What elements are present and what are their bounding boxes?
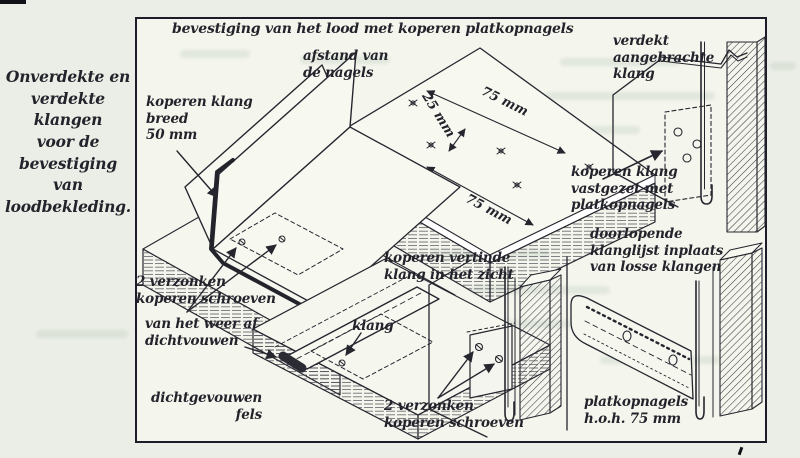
label-koperen-vertinde-klang: koperen vertinde klang in het zicht	[384, 250, 514, 283]
concealed-clamp-drawing	[602, 36, 766, 233]
screw-icon	[238, 235, 286, 246]
dimension-lines	[426, 90, 566, 226]
label-dichtgevouwen-fels: dichtgevouwen fels	[151, 390, 262, 423]
label-2-verzonken-schroeven-midden: 2 verzonken koperen schroeven	[384, 398, 524, 431]
label-platkopnagels-hoh-75mm: platkopnagels h.o.h. 75 mm	[584, 394, 689, 427]
bleedthrough-row	[560, 58, 680, 66]
bleedthrough-row	[36, 330, 128, 338]
screw-icon	[474, 342, 504, 364]
top-fold-profile	[660, 49, 748, 65]
klanglijst-strip	[570, 295, 694, 400]
label-doorlopende-klanglijst: doorlopende klanglijst inplaats van loss…	[590, 226, 724, 276]
arrow-to-roll	[244, 346, 277, 360]
arrow-to-screw	[437, 351, 474, 399]
batten-wood	[549, 274, 562, 414]
continuous-strip-drawing	[566, 242, 763, 431]
label-afstand-van-de-nagels: afstand van de nagels	[303, 48, 389, 81]
batten-wood	[519, 279, 551, 421]
bleedthrough-row	[300, 56, 390, 64]
deck-edge-wood	[489, 182, 656, 303]
label-verdekt-aangebrachte-klang: verdekt aangebrachte klang	[613, 33, 715, 83]
scan-artifact-top-left	[0, 0, 26, 4]
arrow-to-klang	[345, 332, 362, 356]
batten-wood	[751, 247, 763, 410]
figure-title: bevestiging van het lood met koperen pla…	[172, 21, 574, 37]
arrow-to-clamp	[176, 150, 218, 198]
label-klang: klang	[352, 318, 394, 334]
hidden-clamp	[664, 104, 712, 203]
hidden-clamp-foot	[229, 212, 344, 276]
label-2-verzonken-schroeven-links: 2 verzonken koperen schroeven	[136, 274, 276, 307]
hidden-clamp-foot	[310, 313, 434, 380]
nail-hole	[622, 330, 678, 366]
bleedthrough-row	[770, 62, 796, 70]
copper-clamp-profile	[209, 158, 305, 308]
batten-wood	[726, 41, 758, 233]
visible-clamp-drawing	[428, 259, 562, 438]
bleedthrough-row	[180, 50, 250, 58]
batten-wood	[719, 252, 753, 417]
arrow-to-screw	[186, 247, 237, 313]
arrow-to-screw	[437, 363, 495, 399]
batten-wood	[756, 36, 766, 233]
label-van-het-weer-af-dichtvouwen: van het weer af dichtvouwen	[145, 316, 258, 349]
label-koperen-klang-breed-50mm: koperen klang breed 50 mm	[146, 94, 253, 144]
nail-hole	[673, 127, 702, 163]
rolled-end	[278, 351, 307, 373]
arrow-to-screw	[186, 244, 277, 313]
screw-icon	[338, 359, 346, 367]
margin-caption: Onverdekte en verdekte klangen voor de b…	[4, 67, 132, 217]
label-klang-vastgezet-met-platkopnagels: koperen klang vastgezet met platkopnagel…	[571, 164, 678, 214]
bleedthrough-row	[545, 92, 715, 100]
arrow-to-clamp	[602, 150, 664, 180]
